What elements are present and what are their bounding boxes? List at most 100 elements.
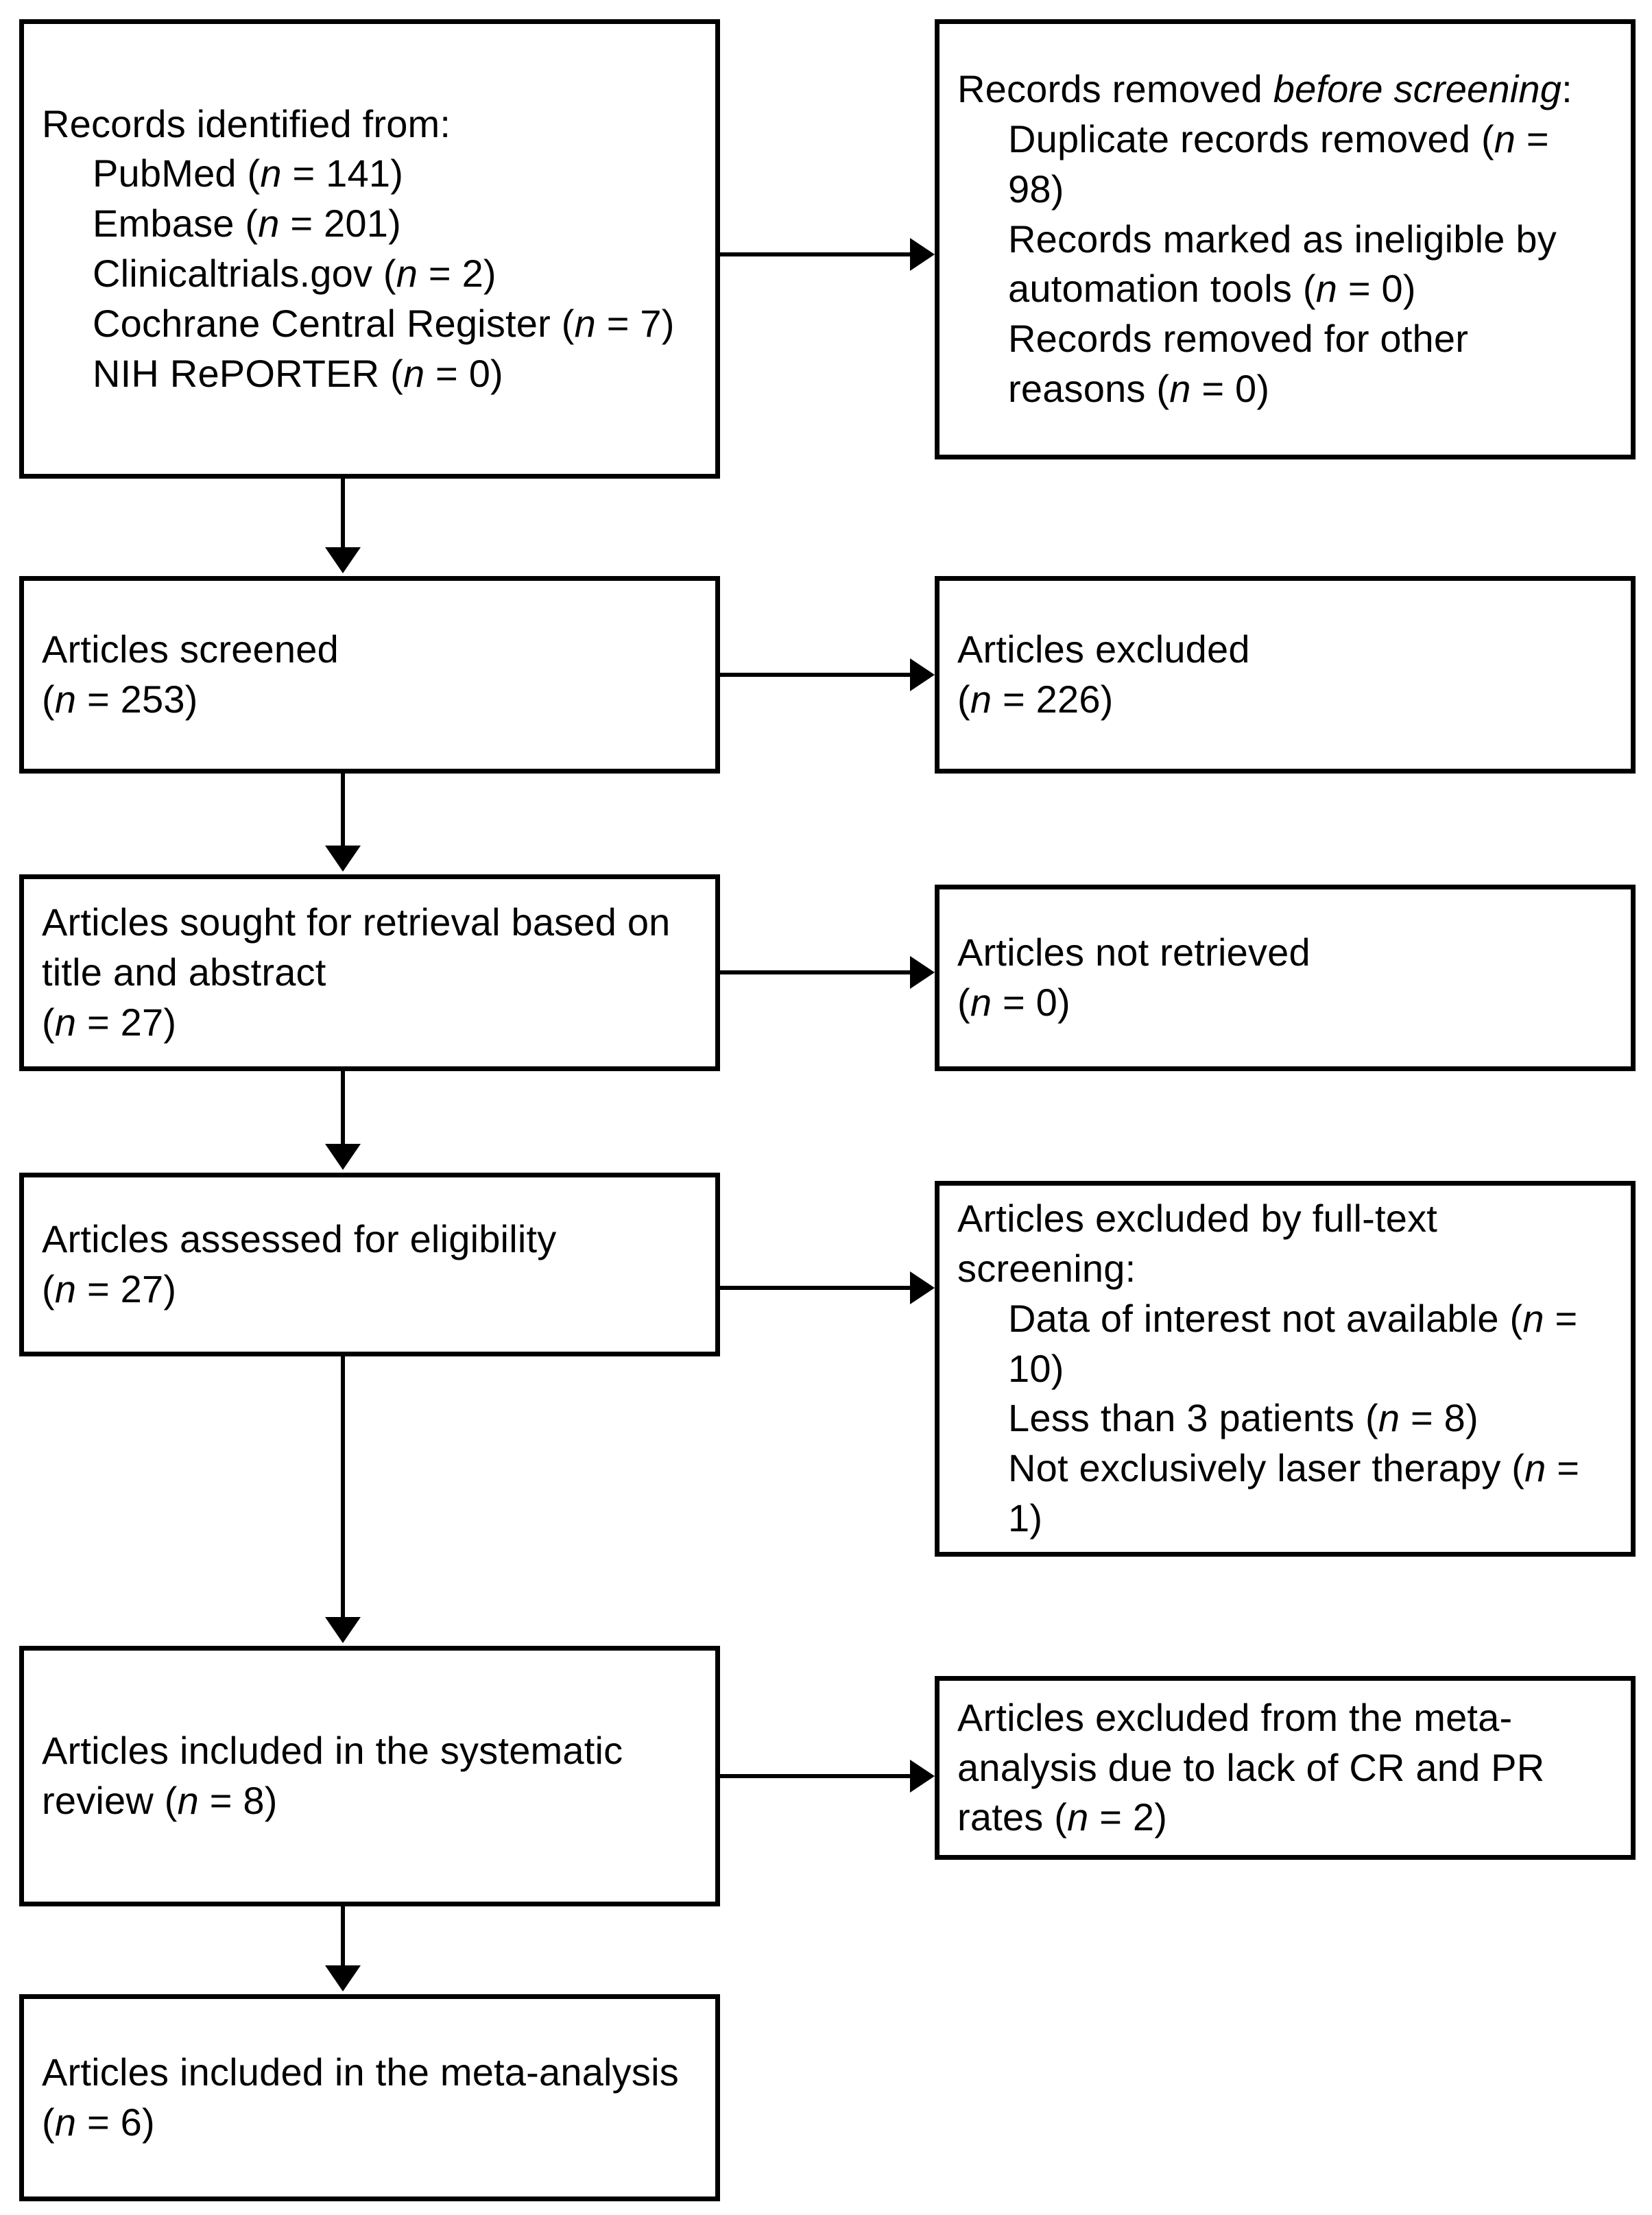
- removed-other-reasons: Records removed for other reasons (n = 0…: [957, 314, 1613, 414]
- articles-excluded-meta-analysis-label: Articles excluded from the meta-analysis…: [957, 1693, 1613, 1843]
- articles-assessed-eligibility-content: Articles assessed for eligibility (n = 2…: [24, 1214, 715, 1315]
- articles-excluded-meta-analysis-value: = 2): [1088, 1795, 1168, 1839]
- exclusion-reason-not-laser-value: = 1): [1008, 1446, 1590, 1540]
- arrow-assessed-to-review: [341, 1356, 345, 1620]
- articles-included-systematic-review-label: Articles included in the systematic revi…: [42, 1726, 697, 1826]
- articles-sought-retrieval-count-open: (: [42, 1000, 55, 1044]
- source-pubmed-n-symbol: n: [260, 152, 282, 195]
- articles-excluded-count-open: (: [957, 678, 970, 721]
- articles-excluded-fulltext-heading: Articles excluded by full-text screening…: [957, 1197, 1448, 1290]
- source-clinicaltrials-value: = 2): [418, 252, 496, 295]
- source-clinicaltrials-label: Clinicaltrials.gov (: [93, 252, 396, 295]
- removed-ineligible-automation-value: = 0): [1337, 267, 1416, 311]
- exclusion-reason-no-data-label: Data of interest not available (: [1008, 1296, 1523, 1340]
- source-embase-n-symbol: n: [258, 202, 280, 246]
- articles-assessed-eligibility-label: Articles assessed for eligibility: [42, 1217, 557, 1261]
- source-clinicaltrials-n-symbol: n: [396, 252, 418, 295]
- removed-duplicate-records-n-symbol: n: [1494, 117, 1516, 160]
- source-nih-reporter-value: = 0): [424, 351, 503, 395]
- source-cochrane-label: Cochrane Central Register (: [93, 301, 575, 345]
- exclusion-reason-few-patients: Less than 3 patients (n = 8): [957, 1393, 1613, 1444]
- articles-assessed-eligibility-box: Articles assessed for eligibility (n = 2…: [19, 1173, 720, 1356]
- arrow-identified-to-removed: [720, 252, 911, 256]
- articles-sought-retrieval-label: Articles sought for retrieval based on t…: [42, 900, 682, 994]
- removed-duplicate-records-label: Duplicate records removed (: [1008, 117, 1494, 160]
- articles-not-retrieved-count: (n = 0): [957, 978, 1613, 1028]
- source-cochrane-n-symbol: n: [574, 301, 596, 345]
- articles-included-systematic-review-text: Articles included in the systematic revi…: [42, 1729, 634, 1822]
- articles-not-retrieved-n-symbol: n: [970, 981, 992, 1024]
- removed-duplicate-records: Duplicate records removed (n = 98): [957, 115, 1613, 215]
- articles-screened-n-symbol: n: [54, 678, 77, 721]
- articles-assessed-eligibility-count-value: = 27): [76, 1267, 177, 1310]
- source-embase-value: = 201): [279, 202, 401, 246]
- removed-other-reasons-n-symbol: n: [1169, 366, 1191, 410]
- removed-ineligible-automation-n-symbol: n: [1315, 267, 1338, 311]
- source-pubmed: PubMed (n = 141): [42, 149, 697, 199]
- articles-assessed-eligibility-n-symbol: n: [54, 1267, 77, 1310]
- records-removed-heading: Records removed before screening:: [957, 64, 1613, 115]
- arrow-screened-to-sought: [341, 774, 345, 848]
- removed-other-reasons-label: Records removed for other reasons (: [1008, 317, 1479, 410]
- exclusion-reason-not-laser: Not exclusively laser therapy (n = 1): [957, 1444, 1613, 1544]
- records-identified-content: Records identified from: PubMed (n = 141…: [24, 99, 715, 399]
- articles-sought-retrieval-count-value: = 27): [76, 1000, 177, 1044]
- arrow-sought-to-assessed: [341, 1071, 345, 1147]
- articles-screened-content: Articles screened (n = 253): [24, 625, 715, 725]
- records-removed-heading-plain: Records removed: [957, 67, 1273, 111]
- source-embase-label: Embase (: [93, 202, 259, 246]
- exclusion-reason-no-data-n-symbol: n: [1522, 1296, 1544, 1340]
- articles-excluded-fulltext-content: Articles excluded by full-text screening…: [939, 1194, 1631, 1544]
- articles-excluded-meta-analysis-text: Articles excluded from the meta-analysis…: [957, 1695, 1556, 1839]
- articles-excluded-meta-analysis-content: Articles excluded from the meta-analysis…: [939, 1693, 1631, 1843]
- articles-excluded-fulltext-box: Articles excluded by full-text screening…: [935, 1181, 1636, 1557]
- source-embase: Embase (n = 201): [42, 199, 697, 249]
- articles-excluded-label: Articles excluded: [957, 627, 1250, 671]
- removed-duplicate-records-value: = 98): [1008, 117, 1560, 211]
- records-identified-heading: Records identified from:: [42, 101, 451, 145]
- exclusion-reason-few-patients-value: = 8): [1400, 1396, 1479, 1440]
- exclusion-reason-no-data: Data of interest not available (n = 10): [957, 1294, 1613, 1394]
- source-pubmed-label: PubMed (: [93, 152, 261, 195]
- exclusion-reason-few-patients-n-symbol: n: [1378, 1396, 1400, 1440]
- articles-excluded-meta-analysis-n-symbol: n: [1067, 1795, 1089, 1839]
- arrow-assessed-to-fulltext-excluded: [720, 1286, 911, 1290]
- articles-sought-retrieval-n-symbol: n: [54, 1000, 77, 1044]
- source-clinicaltrials: Clinicaltrials.gov (n = 2): [42, 249, 697, 299]
- articles-excluded-n-symbol: n: [970, 678, 992, 721]
- articles-not-retrieved-count-open: (: [957, 981, 970, 1024]
- source-nih-reporter-label: NIH RePORTER (: [93, 351, 403, 395]
- articles-sought-retrieval-content: Articles sought for retrieval based on t…: [24, 898, 715, 1047]
- articles-sought-retrieval-box: Articles sought for retrieval based on t…: [19, 874, 720, 1071]
- articles-included-systematic-review-n-symbol: n: [177, 1779, 199, 1822]
- removed-other-reasons-value: = 0): [1190, 366, 1270, 410]
- exclusion-reason-not-laser-n-symbol: n: [1524, 1446, 1546, 1490]
- articles-included-meta-analysis-content: Articles included in the meta-analysis (…: [24, 2048, 715, 2148]
- articles-included-meta-analysis-text: Articles included in the meta-analysis (: [42, 2050, 690, 2144]
- removed-ineligible-automation-label: Records marked as ineligible by automati…: [1008, 217, 1568, 311]
- exclusion-reason-few-patients-label: Less than 3 patients (: [1008, 1396, 1378, 1440]
- arrow-identified-to-screened: [341, 479, 345, 550]
- articles-excluded-count: (n = 226): [957, 675, 1613, 725]
- source-nih-reporter: NIH RePORTER (n = 0): [42, 349, 697, 399]
- removed-ineligible-automation: Records marked as ineligible by automati…: [957, 215, 1613, 315]
- exclusion-reason-no-data-value: = 10): [1008, 1296, 1589, 1390]
- articles-included-systematic-review-content: Articles included in the systematic revi…: [24, 1726, 715, 1826]
- arrow-screened-to-excluded: [720, 673, 911, 677]
- articles-not-retrieved-content: Articles not retrieved (n = 0): [939, 928, 1631, 1028]
- articles-assessed-eligibility-count: (n = 27): [42, 1265, 697, 1315]
- articles-not-retrieved-label: Articles not retrieved: [957, 931, 1310, 974]
- articles-included-meta-analysis-box: Articles included in the meta-analysis (…: [19, 1994, 720, 2201]
- articles-screened-box: Articles screened (n = 253): [19, 576, 720, 774]
- records-removed-content: Records removed before screening: Duplic…: [939, 64, 1631, 414]
- source-nih-reporter-n-symbol: n: [403, 351, 425, 395]
- articles-excluded-box: Articles excluded (n = 226): [935, 576, 1636, 774]
- articles-screened-count-value: = 253): [76, 678, 198, 721]
- articles-excluded-count-value: = 226): [992, 678, 1114, 721]
- source-pubmed-value: = 141): [281, 152, 404, 195]
- source-cochrane-value: = 7): [595, 301, 675, 345]
- articles-included-meta-analysis-n-symbol: n: [54, 2100, 77, 2144]
- arrow-sought-to-not-retrieved: [720, 970, 911, 974]
- records-removed-heading-emphasis: before screening: [1273, 67, 1562, 111]
- articles-not-retrieved-count-value: = 0): [992, 981, 1070, 1024]
